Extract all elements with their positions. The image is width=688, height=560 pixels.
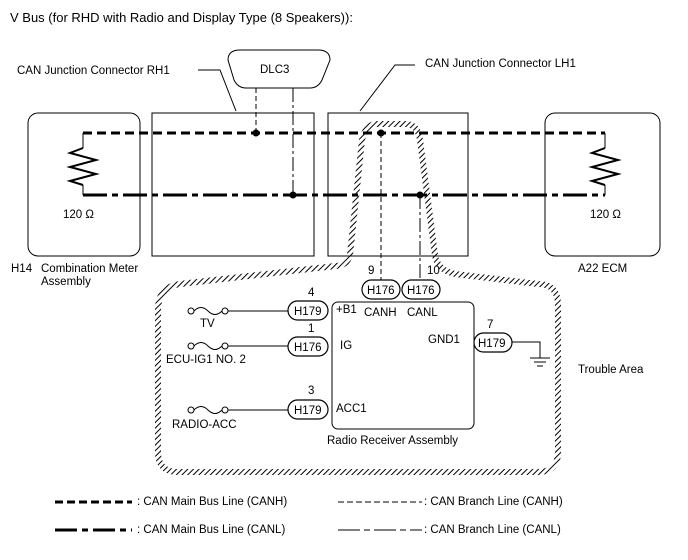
connector-h176-canh: [361, 279, 401, 300]
meter-name-line2: Assembly: [41, 276, 91, 288]
legend-main-canh: : CAN Main Bus Line (CANH): [137, 496, 287, 508]
fuse-terminal: [221, 342, 229, 350]
fuse-icon: [193, 307, 223, 315]
meter-name-line1: Combination Meter: [41, 263, 138, 275]
connector-h179-acc1-label: H179: [294, 405, 322, 417]
fuse-terminal: [187, 342, 195, 350]
right-resistor-value: 120 Ω: [590, 209, 621, 221]
fuse-icon: [193, 342, 223, 350]
terminal-gnd1: GND1: [428, 334, 460, 346]
jc-lh1-label: CAN Junction Connector LH1: [425, 58, 576, 70]
ecm-label: A22 ECM: [578, 263, 627, 275]
junction-dot: [289, 191, 297, 199]
connector-h176-ig-label: H176: [294, 342, 322, 354]
wire-gnd: [512, 341, 541, 358]
dlc3-connector: [227, 49, 331, 89]
combination-meter-box: [27, 112, 141, 257]
connector-h179-gnd1-label: H179: [478, 338, 506, 350]
trouble-area-label: Trouble Area: [578, 364, 644, 376]
terminal-canh: CANH: [364, 307, 397, 319]
pin-3: 3: [308, 385, 314, 397]
fuse-acc-label: RADIO-ACC: [172, 419, 237, 431]
terminal-ig: IG: [340, 340, 352, 352]
legend-branch-canh: : CAN Branch Line (CANH): [424, 496, 563, 508]
connector-h176-canl-label: H176: [407, 285, 435, 297]
radio-receiver-label: Radio Receiver Assembly: [327, 435, 458, 447]
fuse-tv-label: TV: [200, 318, 215, 330]
right-resistor: [588, 147, 622, 186]
pin-9: 9: [368, 265, 374, 277]
pin-10: 10: [427, 265, 440, 277]
jc-lh1-leader: [359, 64, 415, 112]
legend-branch-canl: : CAN Branch Line (CANL): [424, 524, 561, 536]
dlc3-label: DLC3: [260, 64, 289, 76]
connector-h179-b1-label: H179: [294, 306, 322, 318]
ecm-box: [544, 112, 661, 257]
pin-7: 7: [487, 319, 493, 331]
meter-code: H14: [11, 263, 33, 275]
pin-1: 1: [308, 323, 314, 335]
junction-connector-lh1-box: [327, 112, 469, 257]
left-resistor: [66, 147, 100, 186]
terminal-canl: CANL: [407, 307, 438, 319]
junction-connector-rh1-box: [151, 112, 315, 257]
connector-h176-canl: [401, 279, 441, 300]
fuse-terminal: [187, 307, 195, 315]
left-resistor-value: 120 Ω: [63, 209, 94, 221]
trouble-area-outline: [155, 121, 561, 475]
fuse-icon: [193, 406, 223, 414]
terminal-acc1: ACC1: [336, 403, 367, 415]
fuse-terminal: [187, 406, 195, 414]
jc-rh1-label: CAN Junction Connector RH1: [17, 65, 170, 77]
radio-receiver-box: [331, 301, 475, 430]
diagram-title: V Bus (for RHD with Radio and Display Ty…: [10, 10, 353, 25]
connector-h176-canh-label: H176: [367, 285, 395, 297]
fuse-ig-label: ECU-IG1 NO. 2: [166, 354, 246, 366]
fuse-terminal: [221, 406, 229, 414]
terminal-b1: +B1: [336, 304, 357, 316]
legend-main-canl: : CAN Main Bus Line (CANL): [137, 524, 285, 536]
fuse-terminal: [221, 307, 229, 315]
pin-4: 4: [308, 287, 315, 299]
jc-rh1-leader: [198, 69, 237, 112]
